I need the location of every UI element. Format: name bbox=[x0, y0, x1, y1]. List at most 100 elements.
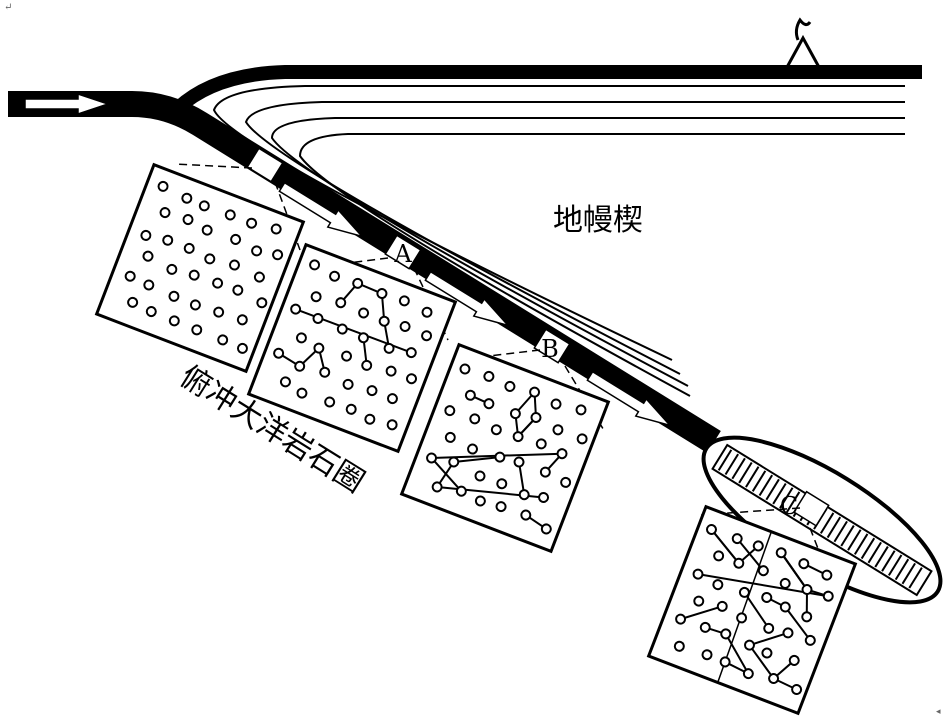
mineral-grain bbox=[324, 396, 336, 408]
mineral-grain bbox=[539, 466, 551, 478]
mineral-grain bbox=[763, 622, 775, 634]
mineral-grain bbox=[212, 277, 224, 289]
deep-slab-ellipse bbox=[701, 435, 943, 605]
crystal-link bbox=[780, 552, 808, 591]
mineral-grain bbox=[352, 277, 364, 289]
mineral-grain bbox=[345, 403, 357, 415]
mineral-grain bbox=[742, 668, 754, 680]
mineral-grain bbox=[312, 312, 324, 324]
mineral-grain bbox=[313, 342, 325, 354]
mineral-grain bbox=[822, 590, 834, 602]
mineral-grain bbox=[335, 297, 347, 309]
mineral-box-3 bbox=[399, 342, 611, 554]
crystal-link bbox=[749, 631, 789, 647]
mineral-grain bbox=[779, 577, 791, 589]
sample-window bbox=[792, 490, 830, 527]
mineral-grain bbox=[791, 683, 803, 695]
mineral-grain bbox=[236, 342, 248, 354]
mineral-grain bbox=[731, 533, 743, 545]
mineral-grain bbox=[444, 431, 456, 443]
mineral-grain bbox=[431, 481, 443, 493]
overriding-plate bbox=[173, 17, 922, 114]
volcano-icon bbox=[784, 34, 822, 70]
mineral-grain bbox=[743, 639, 755, 651]
mineral-grain bbox=[459, 363, 471, 375]
mineral-grain bbox=[386, 419, 398, 431]
mineral-grain bbox=[342, 378, 354, 390]
mineral-grain bbox=[469, 413, 481, 425]
mineral-grain bbox=[538, 491, 550, 503]
mineral-grain bbox=[224, 209, 236, 221]
mineral-grain bbox=[406, 373, 418, 385]
mineral-grain bbox=[159, 207, 171, 219]
mineral-grain bbox=[474, 495, 486, 507]
mineral-grain bbox=[329, 270, 341, 282]
mineral-grain bbox=[256, 297, 268, 309]
mineral-grain bbox=[189, 299, 201, 311]
mineral-box-4 bbox=[646, 504, 858, 716]
mineral-grain bbox=[518, 489, 530, 501]
mineral-grain bbox=[801, 584, 813, 596]
volcano-plume-icon bbox=[794, 17, 812, 41]
mineral-grain bbox=[775, 547, 787, 559]
crystal-link bbox=[453, 456, 500, 463]
mineral-grain bbox=[358, 307, 370, 319]
mineral-grain bbox=[385, 365, 397, 377]
mineral-grain bbox=[556, 448, 568, 460]
subducting-slab bbox=[8, 91, 721, 454]
mineral-grain bbox=[496, 478, 508, 490]
mineral-grain bbox=[692, 568, 704, 580]
mineral-grain bbox=[182, 214, 194, 226]
mineral-grain bbox=[140, 229, 152, 241]
mineral-grain bbox=[398, 295, 410, 307]
arrow-right-icon bbox=[278, 181, 365, 238]
mineral-grain bbox=[168, 315, 180, 327]
mineral-grain bbox=[273, 347, 285, 359]
mineral-grain bbox=[560, 476, 572, 488]
mineral-grain bbox=[474, 470, 486, 482]
corner-mark-icon: ◂ bbox=[936, 707, 941, 717]
mineral-grain bbox=[713, 550, 725, 562]
slab-motion-arrows bbox=[24, 92, 673, 427]
mineral-grain bbox=[483, 398, 495, 410]
arrow-right-icon bbox=[586, 370, 673, 427]
mineral-grain bbox=[761, 647, 773, 659]
mineral-grain bbox=[142, 250, 154, 262]
mineral-grain bbox=[495, 501, 507, 513]
mineral-grain bbox=[701, 649, 713, 661]
mineral-grain bbox=[550, 398, 562, 410]
crystal-link bbox=[710, 528, 740, 564]
mineral-grain bbox=[336, 323, 348, 335]
mineral-grain bbox=[421, 330, 433, 342]
mineral-grain bbox=[295, 332, 307, 344]
mineral-grain bbox=[530, 411, 542, 423]
point-b-label: B bbox=[541, 335, 559, 363]
mineral-grain bbox=[540, 523, 552, 535]
mineral-grain bbox=[509, 408, 521, 420]
mineral-grain bbox=[712, 579, 724, 591]
mineral-grain bbox=[421, 306, 433, 318]
arrow-right-icon bbox=[24, 92, 111, 116]
mineral-grain bbox=[383, 342, 395, 354]
mineral-grain bbox=[466, 443, 478, 455]
mineral-grain bbox=[364, 413, 376, 425]
mineral-grain bbox=[376, 288, 388, 300]
mineral-grain bbox=[168, 290, 180, 302]
crystal-link bbox=[784, 606, 812, 641]
mineral-grain bbox=[201, 224, 213, 236]
mineral-grain bbox=[719, 656, 731, 668]
mineral-grain bbox=[733, 557, 745, 569]
mineral-grain bbox=[232, 284, 244, 296]
mineral-grain bbox=[251, 245, 263, 257]
mineral-grain bbox=[455, 485, 467, 497]
mineral-grain bbox=[782, 627, 794, 639]
mineral-grain bbox=[798, 558, 810, 570]
mineral-grain bbox=[788, 654, 800, 666]
mineral-grain bbox=[191, 324, 203, 336]
crystal-link bbox=[736, 537, 765, 572]
arrow-right-icon bbox=[424, 270, 511, 327]
mineral-grain bbox=[716, 600, 728, 612]
mineral-grain bbox=[145, 306, 157, 318]
mineral-grain bbox=[246, 217, 258, 229]
